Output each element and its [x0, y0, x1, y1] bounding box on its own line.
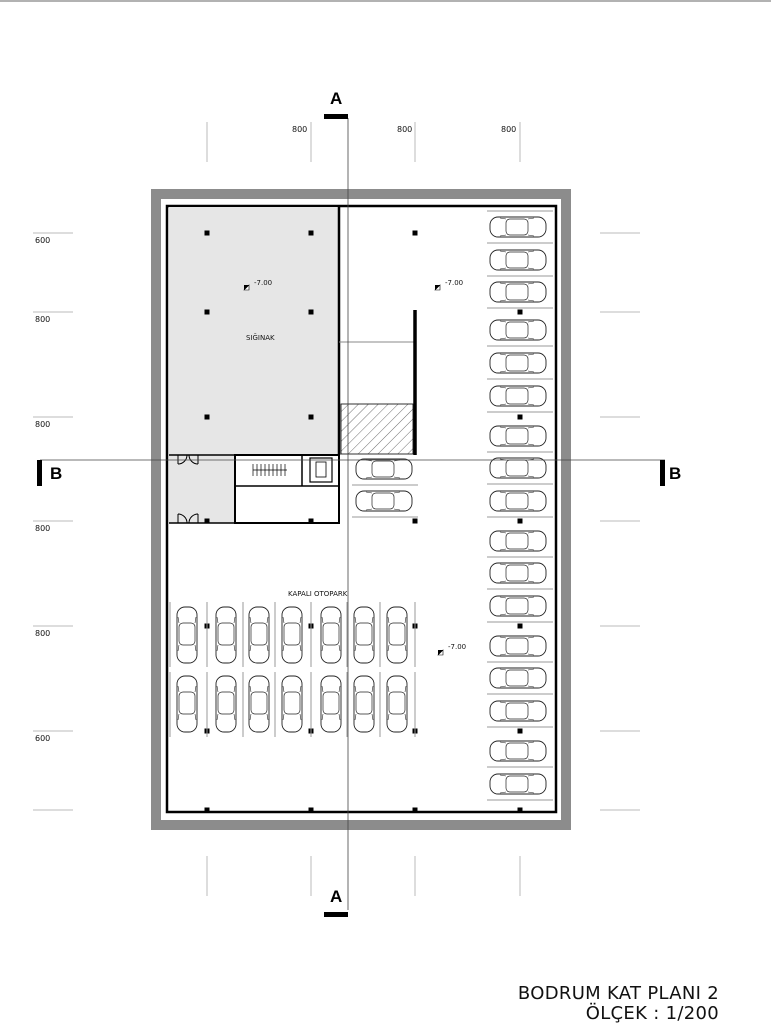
- car-icon: [489, 281, 547, 303]
- level-marker-ramp: -7.00: [445, 279, 463, 287]
- column: [308, 230, 314, 236]
- shelter-entry-area: [169, 455, 235, 523]
- car-icon: [489, 249, 547, 271]
- dim-top-2: 800: [397, 125, 412, 134]
- car-icon: [248, 675, 270, 733]
- car-icon: [489, 773, 547, 795]
- section-b-right-marker: [660, 460, 665, 486]
- car-icon: [489, 216, 547, 238]
- shelter-door-bottom: [177, 513, 199, 524]
- room-label-shelter: SIĞINAK: [246, 333, 275, 342]
- car-icon: [281, 675, 303, 733]
- dim-left-2: 800: [35, 315, 50, 324]
- right-dimension-lines: [600, 232, 640, 811]
- car-icon: [489, 490, 547, 512]
- level-marker-shelter: -7.00: [254, 279, 272, 287]
- car-icon: [489, 457, 547, 479]
- column: [517, 414, 523, 420]
- bottom-dimension-lines: [206, 856, 521, 896]
- car-icon: [215, 675, 237, 733]
- section-b-left-marker: [37, 460, 42, 486]
- column: [204, 518, 210, 524]
- dim-left-1: 600: [35, 236, 50, 245]
- column: [517, 309, 523, 315]
- car-icon: [489, 385, 547, 407]
- car-icon: [320, 675, 342, 733]
- level-marker-parking-icon: [437, 649, 444, 656]
- section-a-top-label: A: [330, 89, 342, 108]
- shelter-door-top: [177, 454, 199, 465]
- car-icon: [215, 606, 237, 664]
- car-icon: [489, 700, 547, 722]
- column: [308, 309, 314, 315]
- column: [517, 623, 523, 629]
- column: [308, 807, 314, 813]
- section-a-bottom-marker: [324, 912, 348, 917]
- ramp-hatch: [340, 403, 414, 455]
- top-dimension-lines: [206, 122, 521, 162]
- inner-wall-line: [165, 204, 558, 814]
- car-icon: [320, 606, 342, 664]
- stair-icon: [252, 464, 287, 476]
- parking-stall-lines: [169, 210, 553, 801]
- level-marker-ramp-icon: [434, 284, 441, 291]
- column: [308, 518, 314, 524]
- dim-top-1: 800: [292, 125, 307, 134]
- drawing-scale: ÖLÇEK : 1/200: [585, 1003, 719, 1024]
- column: [412, 807, 418, 813]
- car-icon: [355, 490, 413, 512]
- drawing-title-block: BODRUM KAT PLANI 2 ÖLÇEK : 1/200: [518, 984, 719, 1024]
- car-icon: [353, 675, 375, 733]
- section-b-right-label: B: [669, 464, 681, 483]
- column: [517, 728, 523, 734]
- car-icon: [489, 562, 547, 584]
- car-icon: [489, 319, 547, 341]
- column: [412, 518, 418, 524]
- car-icon: [353, 606, 375, 664]
- column: [204, 414, 210, 420]
- level-marker-shelter-icon: [243, 284, 250, 291]
- dim-left-6: 600: [35, 734, 50, 743]
- dim-left-5: 800: [35, 629, 50, 638]
- elevator-icon: [309, 457, 333, 483]
- column: [517, 807, 523, 813]
- column: [204, 309, 210, 315]
- parked-cars: [176, 216, 547, 795]
- core-block: [234, 454, 340, 524]
- floor-plan: 800 800 800 600 800 800 800 800 600: [0, 0, 771, 917]
- level-marker-parking: -7.00: [448, 643, 466, 651]
- car-icon: [489, 635, 547, 657]
- elevator-car-icon: [315, 461, 327, 478]
- drawing-title: BODRUM KAT PLANI 2: [517, 983, 719, 1004]
- car-icon: [489, 530, 547, 552]
- left-dimension-lines: [33, 232, 73, 811]
- car-icon: [489, 667, 547, 689]
- section-a-bottom-label: A: [330, 887, 342, 906]
- car-icon: [248, 606, 270, 664]
- car-icon: [386, 675, 408, 733]
- column: [517, 518, 523, 524]
- column: [412, 230, 418, 236]
- car-icon: [386, 606, 408, 664]
- column: [204, 230, 210, 236]
- car-icon: [355, 458, 413, 480]
- car-icon: [176, 606, 198, 664]
- section-a-top-marker: [324, 114, 348, 119]
- car-icon: [281, 606, 303, 664]
- dim-top-3: 800: [501, 125, 516, 134]
- car-icon: [489, 740, 547, 762]
- section-b-left-label: B: [50, 464, 62, 483]
- shelter-area: [169, 207, 339, 455]
- car-icon: [489, 425, 547, 447]
- column: [308, 414, 314, 420]
- column: [204, 807, 210, 813]
- room-label-parking: KAPALI OTOPARK: [288, 590, 348, 598]
- car-icon: [176, 675, 198, 733]
- car-icon: [489, 352, 547, 374]
- dim-left-4: 800: [35, 524, 50, 533]
- car-icon: [489, 595, 547, 617]
- dim-left-3: 800: [35, 420, 50, 429]
